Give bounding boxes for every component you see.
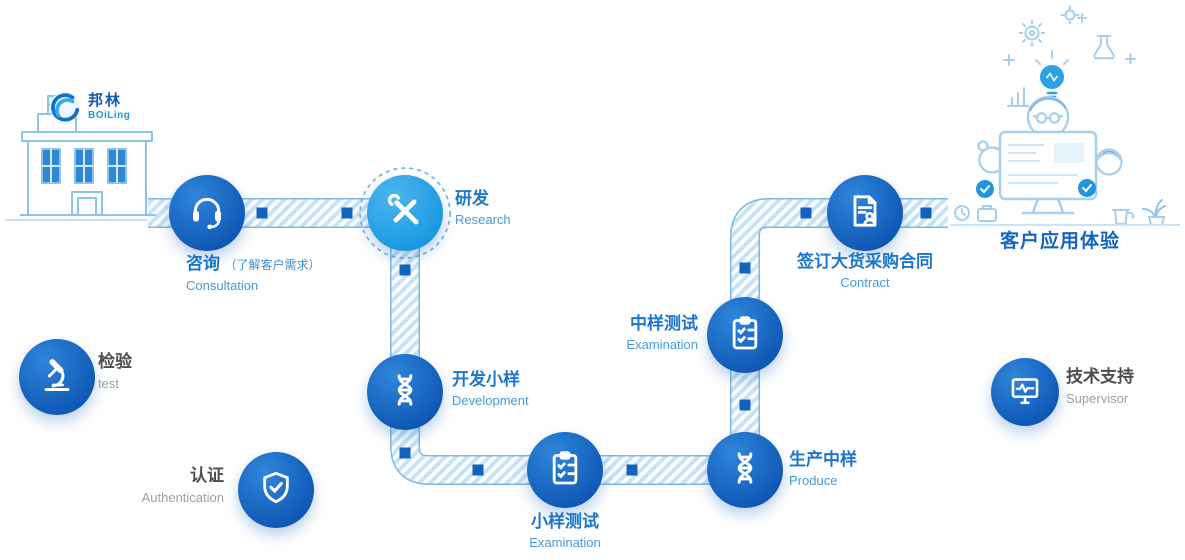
development-label: 开发小样 Development: [452, 369, 529, 410]
consultation-label-zh: 咨询: [186, 254, 220, 273]
mid-test-label-en: Examination: [626, 337, 698, 353]
ground-line-left: [5, 219, 167, 221]
company-logo: 邦林 BOiLing: [48, 90, 130, 124]
node-mid-test: [707, 297, 783, 373]
glasses-icon: [1035, 112, 1048, 124]
plus-icon: [1003, 13, 1136, 66]
plant-icon: [1142, 199, 1166, 226]
node-inspection: [19, 339, 95, 415]
node-produce: [707, 432, 783, 508]
node-support: [991, 358, 1059, 426]
people-group: [977, 95, 1123, 176]
check-badge-icon: [976, 179, 1096, 198]
produce-label-en: Produce: [789, 473, 838, 489]
small-gear-icon: [1060, 5, 1080, 25]
sample-test-label-zh: 小样测试: [531, 512, 599, 531]
headset-icon: [187, 191, 227, 236]
briefcase-icon: [977, 205, 997, 222]
authentication-label: 认证 Authentication: [96, 465, 224, 507]
hair-bun: [977, 140, 989, 152]
dna-icon: [385, 370, 425, 415]
node-research: [367, 175, 443, 251]
clipboard-icon: [545, 448, 585, 493]
mid-test-label-zh: 中样测试: [630, 314, 698, 333]
support-label: 技术支持 Supervisor: [1066, 366, 1134, 408]
right-woman-hair: [1095, 149, 1123, 161]
node-development: [367, 354, 443, 430]
node-consultation: [169, 175, 245, 251]
clipboard-icon: [725, 313, 765, 358]
development-label-en: Development: [452, 393, 529, 409]
research-dashed-ring: [359, 167, 451, 259]
shield-check-icon: [256, 468, 296, 513]
clock-icon: [954, 205, 970, 221]
inspection-label: 检验 test: [98, 351, 132, 393]
authentication-label-zh: 认证: [190, 466, 224, 485]
gear-icon: [1018, 19, 1046, 47]
bulb-rays: [1035, 50, 1069, 65]
lightbulb-icon: [1040, 65, 1064, 99]
consultation-label-en: Consultation: [186, 278, 259, 293]
microscope-icon: [37, 355, 77, 400]
sample-test-label-en: Examination: [529, 535, 601, 551]
research-label-en: Research: [455, 212, 511, 228]
building-illustration: [20, 95, 156, 216]
research-label-zh: 研发: [455, 189, 489, 208]
node-sample-test: [527, 432, 603, 508]
experience-label: 客户应用体验: [1000, 231, 1121, 252]
mid-test-label: 中样测试 Examination: [588, 313, 698, 354]
consultation-note: （了解客户需求）: [224, 258, 321, 272]
path-markers: [256, 207, 932, 476]
support-label-zh: 技术支持: [1066, 367, 1134, 386]
monitor-illustration: [998, 130, 1098, 215]
research-label: 研发 Research: [455, 188, 511, 229]
desk-items: [954, 199, 1166, 226]
consultation-label: 咨询 （了解客户需求） Consultation: [186, 253, 320, 294]
logo-name-zh: 邦林: [88, 92, 123, 110]
tools-icon: [385, 191, 425, 236]
inspection-label-zh: 检验: [98, 352, 132, 371]
flask-icon: [1093, 35, 1115, 60]
contract-label: 签订大货采购合同 Contract: [770, 251, 960, 292]
contract-label-zh: 签订大货采购合同: [797, 252, 933, 271]
development-label-zh: 开发小样: [452, 370, 520, 389]
monitor-pulse-icon: [1007, 372, 1043, 413]
produce-label-zh: 生产中样: [789, 450, 857, 469]
support-label-en: Supervisor: [1066, 391, 1129, 407]
node-authentication: [238, 452, 314, 528]
authentication-label-en: Authentication: [141, 490, 224, 506]
node-contract: [827, 175, 903, 251]
sample-test-label: 小样测试 Examination: [505, 511, 625, 552]
contract-document-icon: [845, 191, 885, 236]
logo-name-en: BOiLing: [88, 109, 131, 121]
customer-illustration: [950, 5, 1180, 226]
inspection-label-en: test: [98, 376, 119, 392]
dna-icon: [725, 448, 765, 493]
logo-swirl-icon: [49, 91, 81, 123]
produce-label: 生产中样 Produce: [789, 449, 857, 490]
coffee-cup-icon: [1112, 209, 1134, 225]
chart-bars-icon: [1007, 87, 1029, 107]
contract-label-en: Contract: [840, 275, 890, 291]
